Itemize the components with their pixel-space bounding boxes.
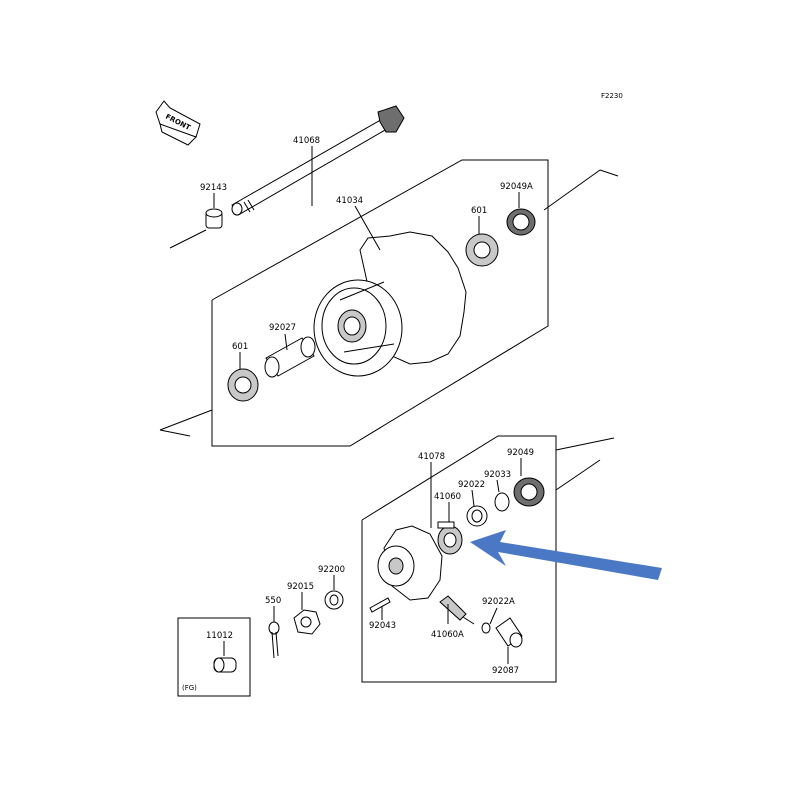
label-41068: 41068 <box>293 136 320 146</box>
label-92200: 92200 <box>318 565 345 575</box>
label-92043: 92043 <box>369 621 396 631</box>
axle-part <box>231 105 405 216</box>
label-41078: 41078 <box>418 452 445 462</box>
label-41034: 41034 <box>336 196 363 206</box>
label-92022: 92022 <box>458 480 485 490</box>
label-41060A: 41060A <box>431 630 464 640</box>
nut-part <box>293 609 321 635</box>
fg-box <box>177 617 251 697</box>
upper-assembly-outline <box>159 159 619 447</box>
washer-large-part <box>466 505 488 527</box>
cap-part <box>213 657 237 673</box>
fg-label: (FG) <box>182 684 197 692</box>
label-92033: 92033 <box>484 470 511 480</box>
bearing-left-part <box>227 368 259 402</box>
label-601-left: 601 <box>232 342 248 352</box>
label-550: 550 <box>265 596 281 606</box>
circlip-part <box>494 492 510 512</box>
seal-upper-part <box>506 208 536 236</box>
gear-part <box>437 521 463 555</box>
label-41060: 41060 <box>434 492 461 502</box>
washer-small-part <box>481 622 491 634</box>
gear-housing-part <box>377 525 443 601</box>
hub-part <box>313 231 467 377</box>
washer-left-part <box>324 590 344 610</box>
figure-code: F2230 <box>601 92 623 100</box>
label-601-upper: 601 <box>471 206 487 216</box>
label-92049: 92049 <box>507 448 534 458</box>
pinion-part <box>439 595 475 625</box>
label-92022A: 92022A <box>482 597 515 607</box>
label-11012: 11012 <box>206 631 233 641</box>
label-92087: 92087 <box>492 666 519 676</box>
cotter-pin-part <box>268 621 280 659</box>
bushing-part <box>495 617 523 648</box>
label-92143: 92143 <box>200 183 227 193</box>
collar-part <box>205 208 223 229</box>
spacer-part <box>264 336 316 378</box>
label-92027: 92027 <box>269 323 296 333</box>
bearing-upper-part <box>465 233 499 267</box>
pin-part <box>369 597 391 613</box>
highlight-arrow <box>470 530 662 580</box>
label-92049A: 92049A <box>500 182 533 192</box>
seal-lower-part <box>513 477 545 507</box>
label-92015: 92015 <box>287 582 314 592</box>
front-direction-icon: FRONT <box>155 100 201 146</box>
